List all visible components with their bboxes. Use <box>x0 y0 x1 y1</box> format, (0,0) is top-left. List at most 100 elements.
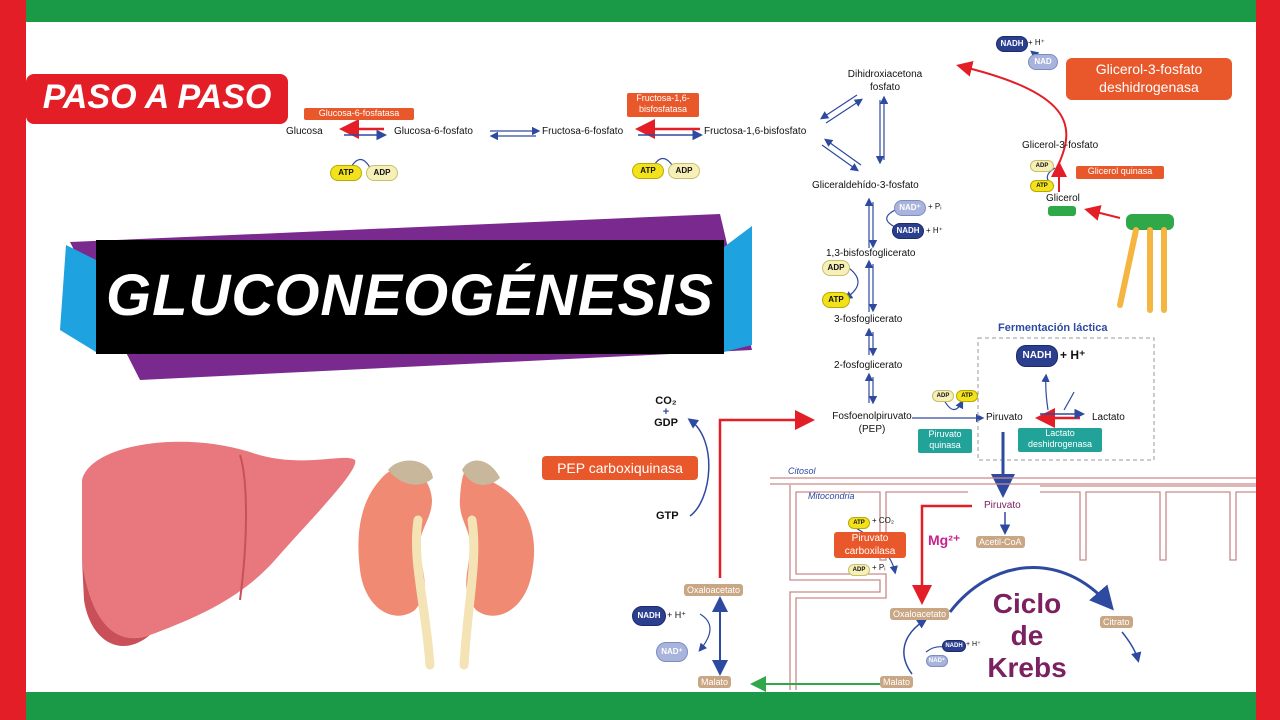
pi-pc-label: + Pᵢ <box>872 563 886 572</box>
atp-badge-3: ATP <box>822 292 850 308</box>
adp-badge-1: ADP <box>366 165 398 181</box>
dhap-line1: Dihidroxiacetona <box>847 69 923 80</box>
nadh-badge-lactic: NADH <box>1016 345 1058 367</box>
nad-badge-cyto: NAD⁺ <box>656 642 688 662</box>
lactic-title: Fermentación láctica <box>998 322 1108 334</box>
enzyme-gk: Glicerol quinasa <box>1076 166 1164 179</box>
pep-line2: (PEP) <box>858 424 886 435</box>
enzyme-pk-line2: quinasa <box>929 440 961 450</box>
f16bp-label: Fructosa-1,6-bisfosfato <box>704 126 807 137</box>
page-title: GLUCONEOGÉNESIS <box>106 263 714 328</box>
pep-line1: Fosfoenolpiruvato <box>832 411 912 422</box>
krebs-line2: de <box>1010 620 1044 651</box>
acetil-coa-label: Acetil-CoA <box>976 536 1025 548</box>
enzyme-fbpase-line2: bisfosfatasa <box>638 104 688 114</box>
oxaloacetato-mito: Oxaloacetato <box>890 608 950 620</box>
atp-badge-1: ATP <box>330 165 362 181</box>
adp-badge-pk: ADP <box>932 390 954 402</box>
citrato-label: Citrato <box>1100 616 1133 628</box>
enzyme-g3pdh-line1: Glicerol-3-fosfato <box>1095 61 1203 77</box>
citosol-label: Citosol <box>788 466 816 476</box>
gdp-label: GDP <box>654 417 678 429</box>
g3p-label: Gliceraldehído-3-fosfato <box>812 180 919 191</box>
malato-cyto: Malato <box>698 676 732 688</box>
enzyme-ldh-line1: Lactato <box>1045 428 1075 438</box>
h-plus-lactic: + H⁺ <box>1060 348 1086 362</box>
pi-label: + Pᵢ <box>928 202 942 211</box>
frame-right-red <box>1256 0 1280 720</box>
f6p-label: Fructosa-6-fosfato <box>542 126 624 137</box>
nad-badge-mito: NAD⁺ <box>926 655 948 667</box>
enzyme-pc-line2: carboxilasa <box>844 546 896 557</box>
enzyme-fbpase: Fructosa-1,6- bisfosfatasa <box>627 93 699 117</box>
h-plus-glycerol: + H⁺ <box>1028 38 1045 47</box>
nad-plus-badge: NAD⁺ <box>894 200 926 216</box>
frame-top-green <box>0 0 1280 22</box>
kidneys-illustration <box>358 460 535 670</box>
enzyme-pepck: PEP carboxiquinasa <box>542 456 698 480</box>
title-banner <box>60 214 752 380</box>
enzyme-fbpase-line1: Fructosa-1,6- <box>636 93 690 103</box>
gtp-label: GTP <box>656 510 679 522</box>
glycerol-3p-label: Glicerol-3-fosfato <box>1022 140 1099 151</box>
h-plus-mito: + H⁺ <box>966 641 981 648</box>
pg3-label: 3-fosfoglicerato <box>834 314 903 325</box>
lactic-box <box>977 337 1155 461</box>
atp-badge-glycerol: ATP <box>1030 180 1054 192</box>
enzyme-pc-line1: Piruvato <box>851 533 889 544</box>
badge-bg <box>26 74 288 124</box>
atp-badge-pc: ATP <box>848 517 870 529</box>
enzyme-pk: Piruvato quinasa <box>918 429 972 453</box>
g6p-label: Glucosa-6-fosfato <box>394 126 473 137</box>
nadh-badge-cyto: NADH <box>632 606 666 626</box>
adp-badge-glycerol: ADP <box>1030 160 1054 172</box>
piruvato-label-1: Piruvato <box>986 412 1023 423</box>
h-plus-label-1: + H⁺ <box>926 226 943 235</box>
co2-pc-label: + CO₂ <box>872 516 894 525</box>
plus-label: + <box>662 406 670 418</box>
badge-label: PASO A PASO <box>42 78 272 116</box>
oxaloacetato-cyto: Oxaloacetato <box>684 584 744 596</box>
bpg-label: 1,3-bisfosfoglicerato <box>826 248 916 259</box>
adp-badge-3: ADP <box>822 260 850 276</box>
frame-bottom-green <box>0 692 1280 720</box>
pg2-label: 2-fosfoglicerato <box>834 360 903 371</box>
glycerol-label: Glicerol <box>1046 193 1080 204</box>
atp-badge-pk: ATP <box>956 390 978 402</box>
cyto-shuttle-arrows <box>687 410 815 676</box>
co2-label: CO₂ <box>655 395 677 407</box>
nadh-badge-1: NADH <box>892 223 924 239</box>
adp-badge-2: ADP <box>668 163 700 179</box>
mitocondria-label: Mitocondria <box>808 491 855 501</box>
frame-left-red <box>0 0 26 720</box>
enzyme-pk-line1: Piruvato <box>928 429 962 439</box>
krebs-line1: Ciclo <box>992 588 1062 619</box>
glucosa-label: Glucosa <box>286 126 323 137</box>
enzyme-pc: Piruvato carboxilasa <box>834 532 906 558</box>
krebs-label: Ciclo de Krebs <box>980 588 1074 684</box>
nadh-badge-glycerol: NADH <box>996 36 1028 52</box>
enzyme-g3pdh-line2: deshidrogenasa <box>1099 79 1199 95</box>
enzyme-ldh: Lactato deshidrogenasa <box>1018 428 1102 452</box>
dhap-line2: fosfato <box>869 82 901 93</box>
malato-mito: Malato <box>880 676 914 688</box>
nadh-badge-mito: NADH <box>942 640 966 652</box>
adp-badge-pc: ADP <box>848 564 870 576</box>
enzyme-g6pase: Glucosa-6-fosfatasa <box>304 108 414 120</box>
glycerol-arrows <box>956 50 1174 313</box>
enzyme-ldh-line2: deshidrogenasa <box>1027 439 1093 449</box>
liver-illustration <box>82 441 356 647</box>
pep-label: Fosfoenolpiruvato (PEP) <box>812 410 932 436</box>
dhap-label: Dihidroxiacetona fosfato <box>830 68 940 94</box>
atp-badge-2: ATP <box>632 163 664 179</box>
mg-label: Mg²⁺ <box>928 532 961 548</box>
pathway-arrows <box>819 94 985 423</box>
nad-badge-glycerol: NAD <box>1028 54 1058 70</box>
lactato-label: Lactato <box>1092 412 1125 423</box>
cell-membranes <box>770 477 1256 690</box>
piruvato-label-2: Piruvato <box>984 500 1021 511</box>
krebs-line3: Krebs <box>987 652 1067 683</box>
h-plus-cyto: + H⁺ <box>667 610 687 620</box>
